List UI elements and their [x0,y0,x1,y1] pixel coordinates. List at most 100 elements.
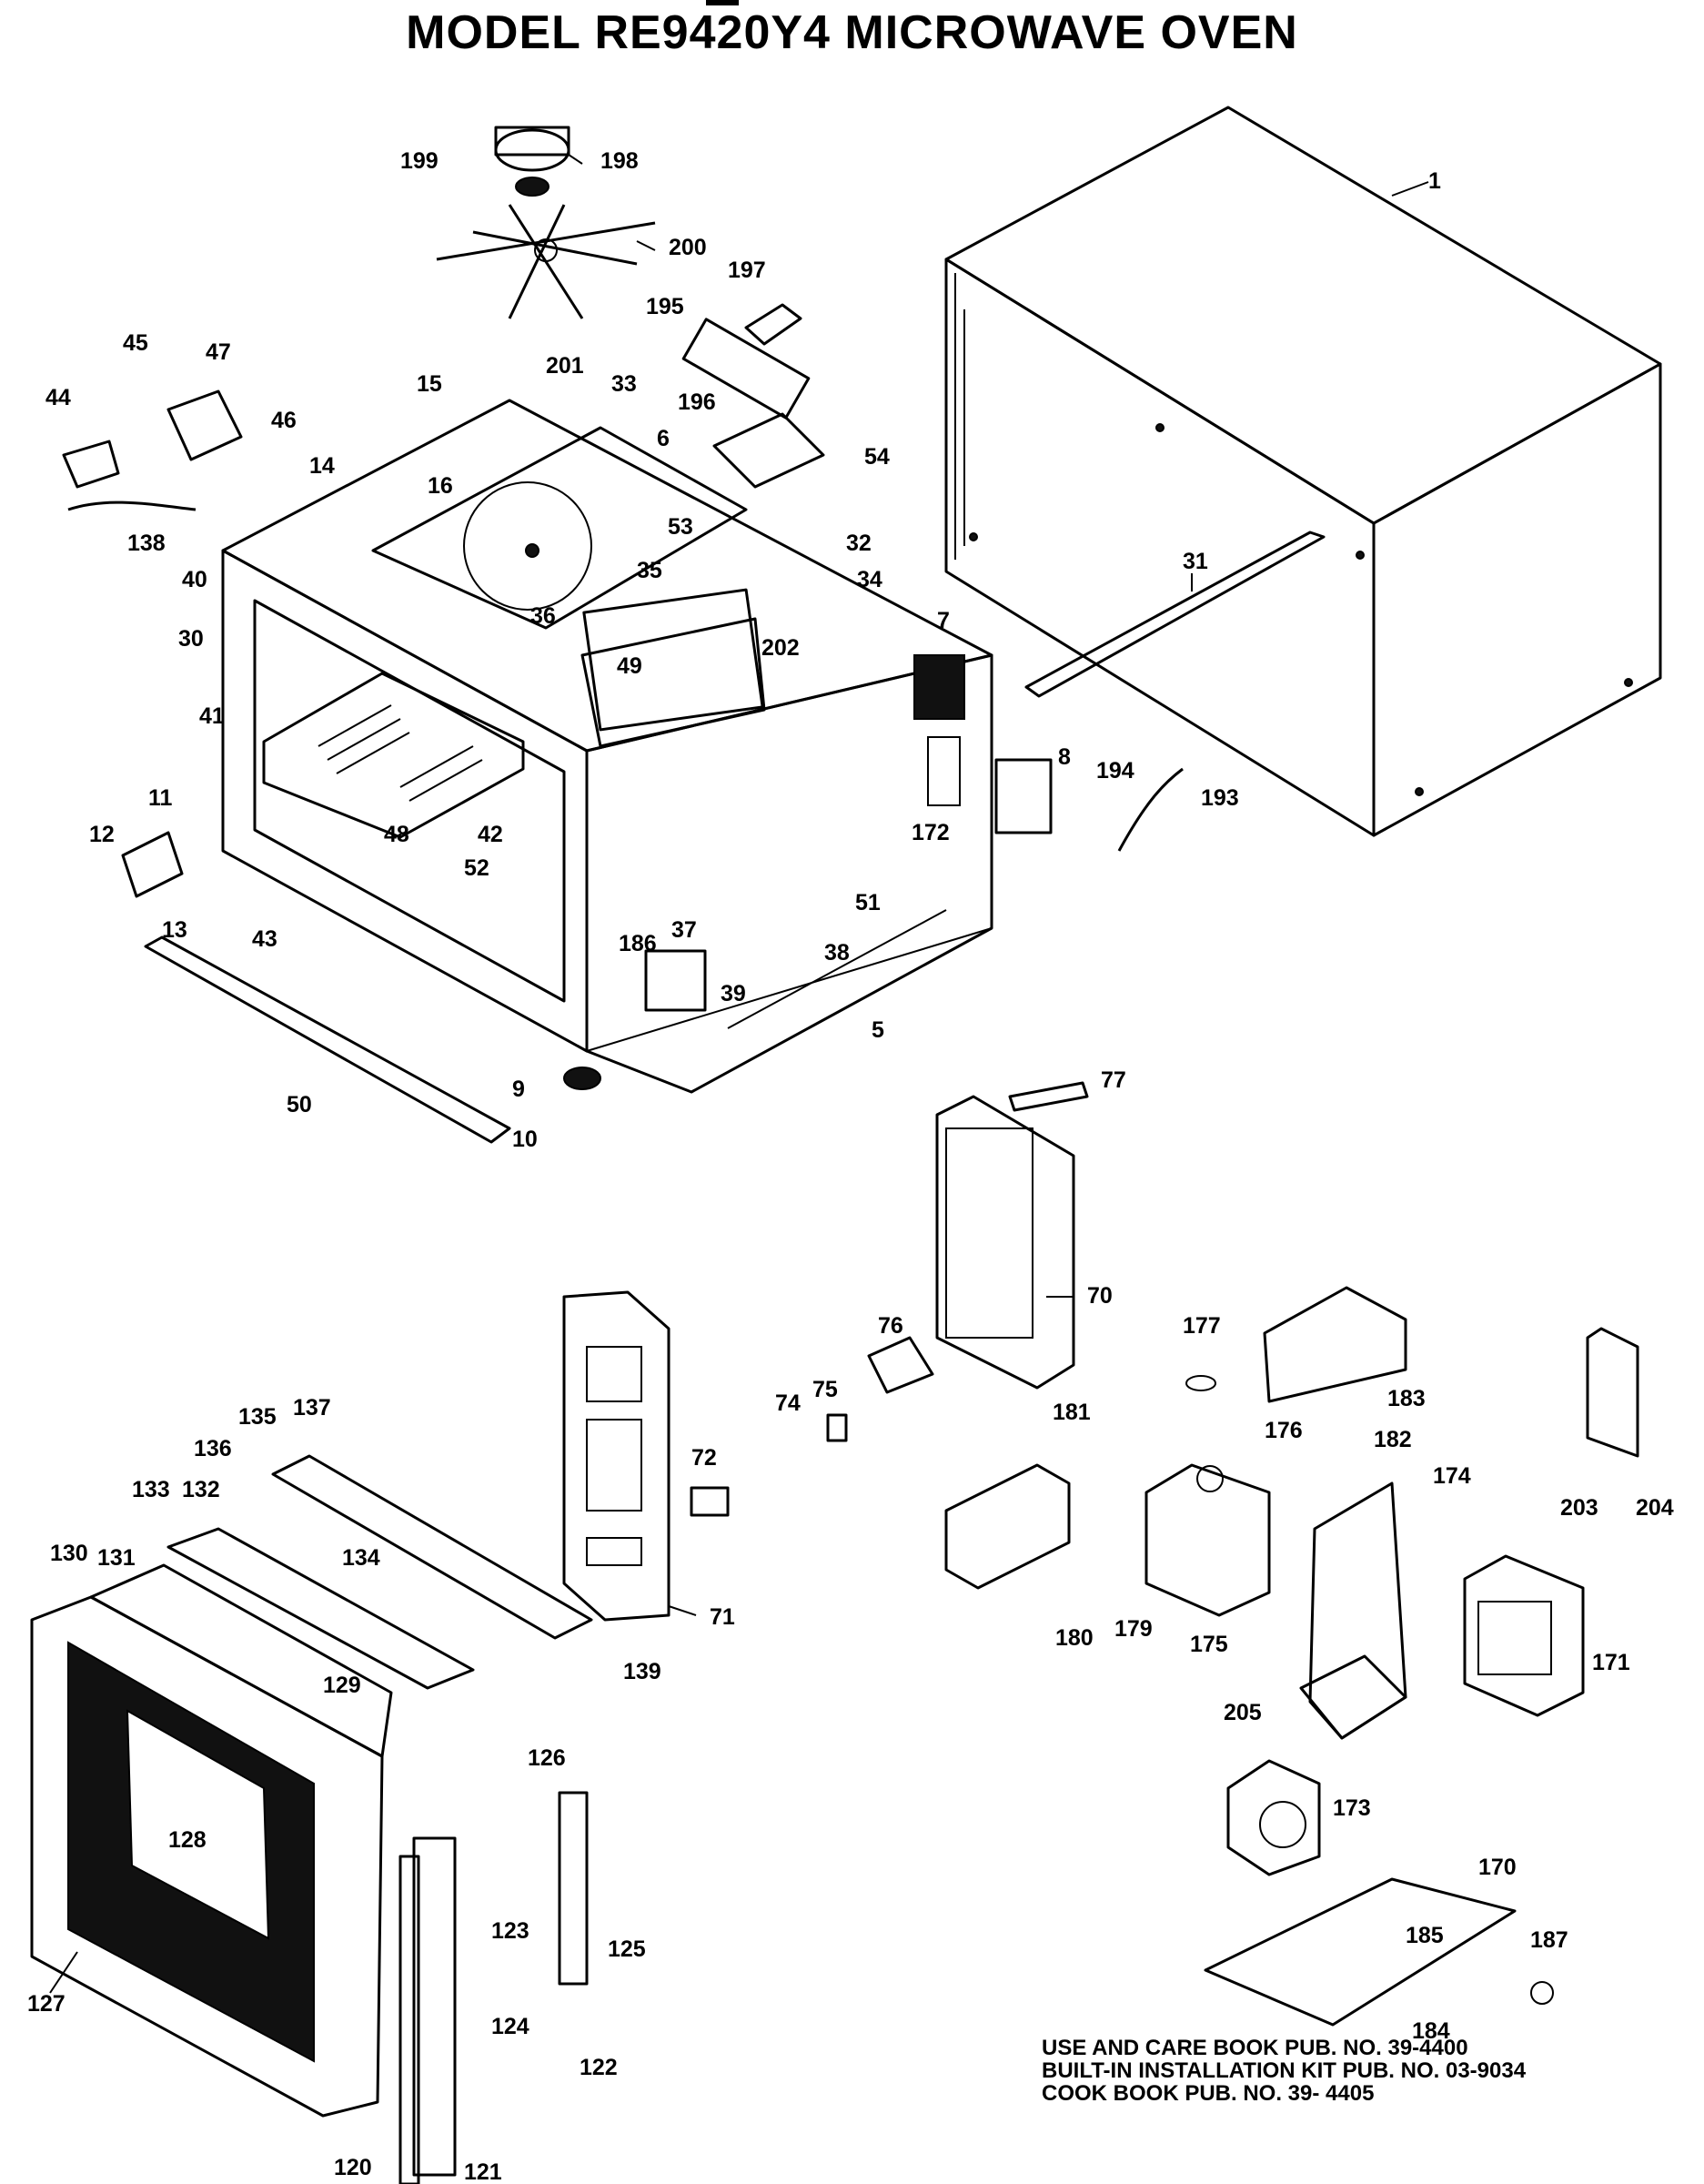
label-128: 128 [168,1827,207,1853]
label-50: 50 [287,1092,312,1117]
part-72 [690,1486,730,1517]
shelf-vent-slots [318,704,483,802]
label-182: 182 [1374,1427,1412,1452]
label-44: 44 [45,385,71,410]
part-196 [712,412,825,489]
part-47 [166,389,243,461]
label-51: 51 [855,890,881,915]
label-40: 40 [182,567,207,592]
door-frame-part-135 [271,1454,593,1640]
base-rail-part-50 [144,935,511,1144]
label-204: 204 [1636,1495,1674,1521]
label-31: 31 [1183,549,1208,574]
waveguide-part-205 [1299,1654,1407,1740]
label-74: 74 [775,1390,801,1416]
title-underline-mark [706,0,739,5]
label-35: 35 [637,558,662,583]
label-205: 205 [1224,1700,1262,1725]
part-138 [67,500,197,511]
part-195 [681,318,811,420]
label-72: 72 [691,1445,717,1471]
motor-part-198 [494,126,570,197]
pcb-part-181 [944,1463,1071,1590]
label-71: 71 [710,1604,735,1630]
label-43: 43 [252,926,277,952]
label-1: 1 [1428,168,1441,194]
part-76 [867,1336,934,1394]
label-32: 32 [846,531,872,556]
part-8 [994,758,1053,834]
door-bracket-part-125 [558,1791,589,1986]
label-53: 53 [668,514,693,540]
label-201: 201 [546,353,584,379]
stirrer-fan-part-200 [436,204,656,319]
note-cook-book: COOK BOOK PUB. NO. 39- 4405 [1042,2081,1375,2106]
label-122: 122 [580,2055,618,2080]
label-125: 125 [608,1936,646,1962]
label-134: 134 [342,1545,380,1571]
label-139: 139 [623,1659,661,1684]
publication-notes: USE AND CARE BOOK PUB. NO. 39-4400 BUILT… [1042,2037,1526,2105]
door-frame-part-131 [166,1527,475,1690]
label-6: 6 [657,426,670,451]
waveguide-part-174 [1308,1481,1407,1740]
label-124: 124 [491,2014,529,2039]
label-137: 137 [293,1395,331,1421]
label-129: 129 [323,1673,361,1698]
label-34: 34 [857,567,882,592]
outer-cabinet-part-1 [944,106,1662,837]
part-75 [826,1413,848,1442]
label-47: 47 [206,339,231,365]
label-185: 185 [1406,1923,1444,1948]
magnetron-part-175 [1144,1463,1271,1617]
label-177: 177 [1183,1313,1221,1339]
label-126: 126 [528,1745,566,1771]
label-195: 195 [646,294,684,319]
part-177 [1185,1375,1216,1391]
label-5: 5 [872,1017,884,1043]
fan-motor-part-202 [582,588,764,732]
label-37: 37 [671,917,697,943]
label-33: 33 [611,371,637,397]
label-121: 121 [464,2159,502,2184]
label-196: 196 [678,389,716,415]
part-187 [1530,1981,1554,2005]
part-44 [62,440,120,489]
label-49: 49 [617,653,642,679]
label-36: 36 [530,603,556,629]
label-173: 173 [1333,1795,1371,1821]
door-frame-part-130 [89,1563,393,1758]
label-70: 70 [1087,1283,1113,1309]
label-45: 45 [123,330,148,356]
label-132: 132 [182,1477,220,1502]
label-39: 39 [721,981,746,1006]
label-138: 138 [127,531,166,556]
door-bracket-part-121 [412,1836,457,2177]
label-175: 175 [1190,1632,1228,1657]
label-197: 197 [728,258,766,283]
bracket-part-204 [1586,1327,1639,1458]
label-176: 176 [1265,1418,1303,1443]
oven-chassis-part-30 [221,399,993,1094]
label-76: 76 [878,1313,903,1339]
power-cord-part-193 [1117,767,1184,852]
label-131: 131 [97,1545,136,1571]
label-123: 123 [491,1918,529,1944]
label-120: 120 [334,2155,372,2180]
part-number-labels: 1 5 6 7 8 9 10 11 12 13 14 15 16 30 31 3… [27,148,1674,2184]
page-title: MODEL RE9420Y4 MICROWAVE OVEN [406,6,1298,59]
connector-part-77 [1008,1081,1089,1112]
label-52: 52 [464,855,489,881]
label-193: 193 [1201,785,1239,811]
label-186: 186 [619,931,657,956]
part-186 [644,949,707,1012]
note-built-in-kit: BUILT-IN INSTALLATION KIT PUB. NO. 03-90… [1042,2058,1527,2083]
label-194: 194 [1096,758,1134,784]
door-bracket-part-120 [398,1855,420,2184]
label-8: 8 [1058,744,1071,770]
label-180: 180 [1055,1625,1094,1651]
label-136: 136 [194,1436,232,1461]
label-171: 171 [1592,1650,1630,1675]
part-9 [563,1067,601,1090]
